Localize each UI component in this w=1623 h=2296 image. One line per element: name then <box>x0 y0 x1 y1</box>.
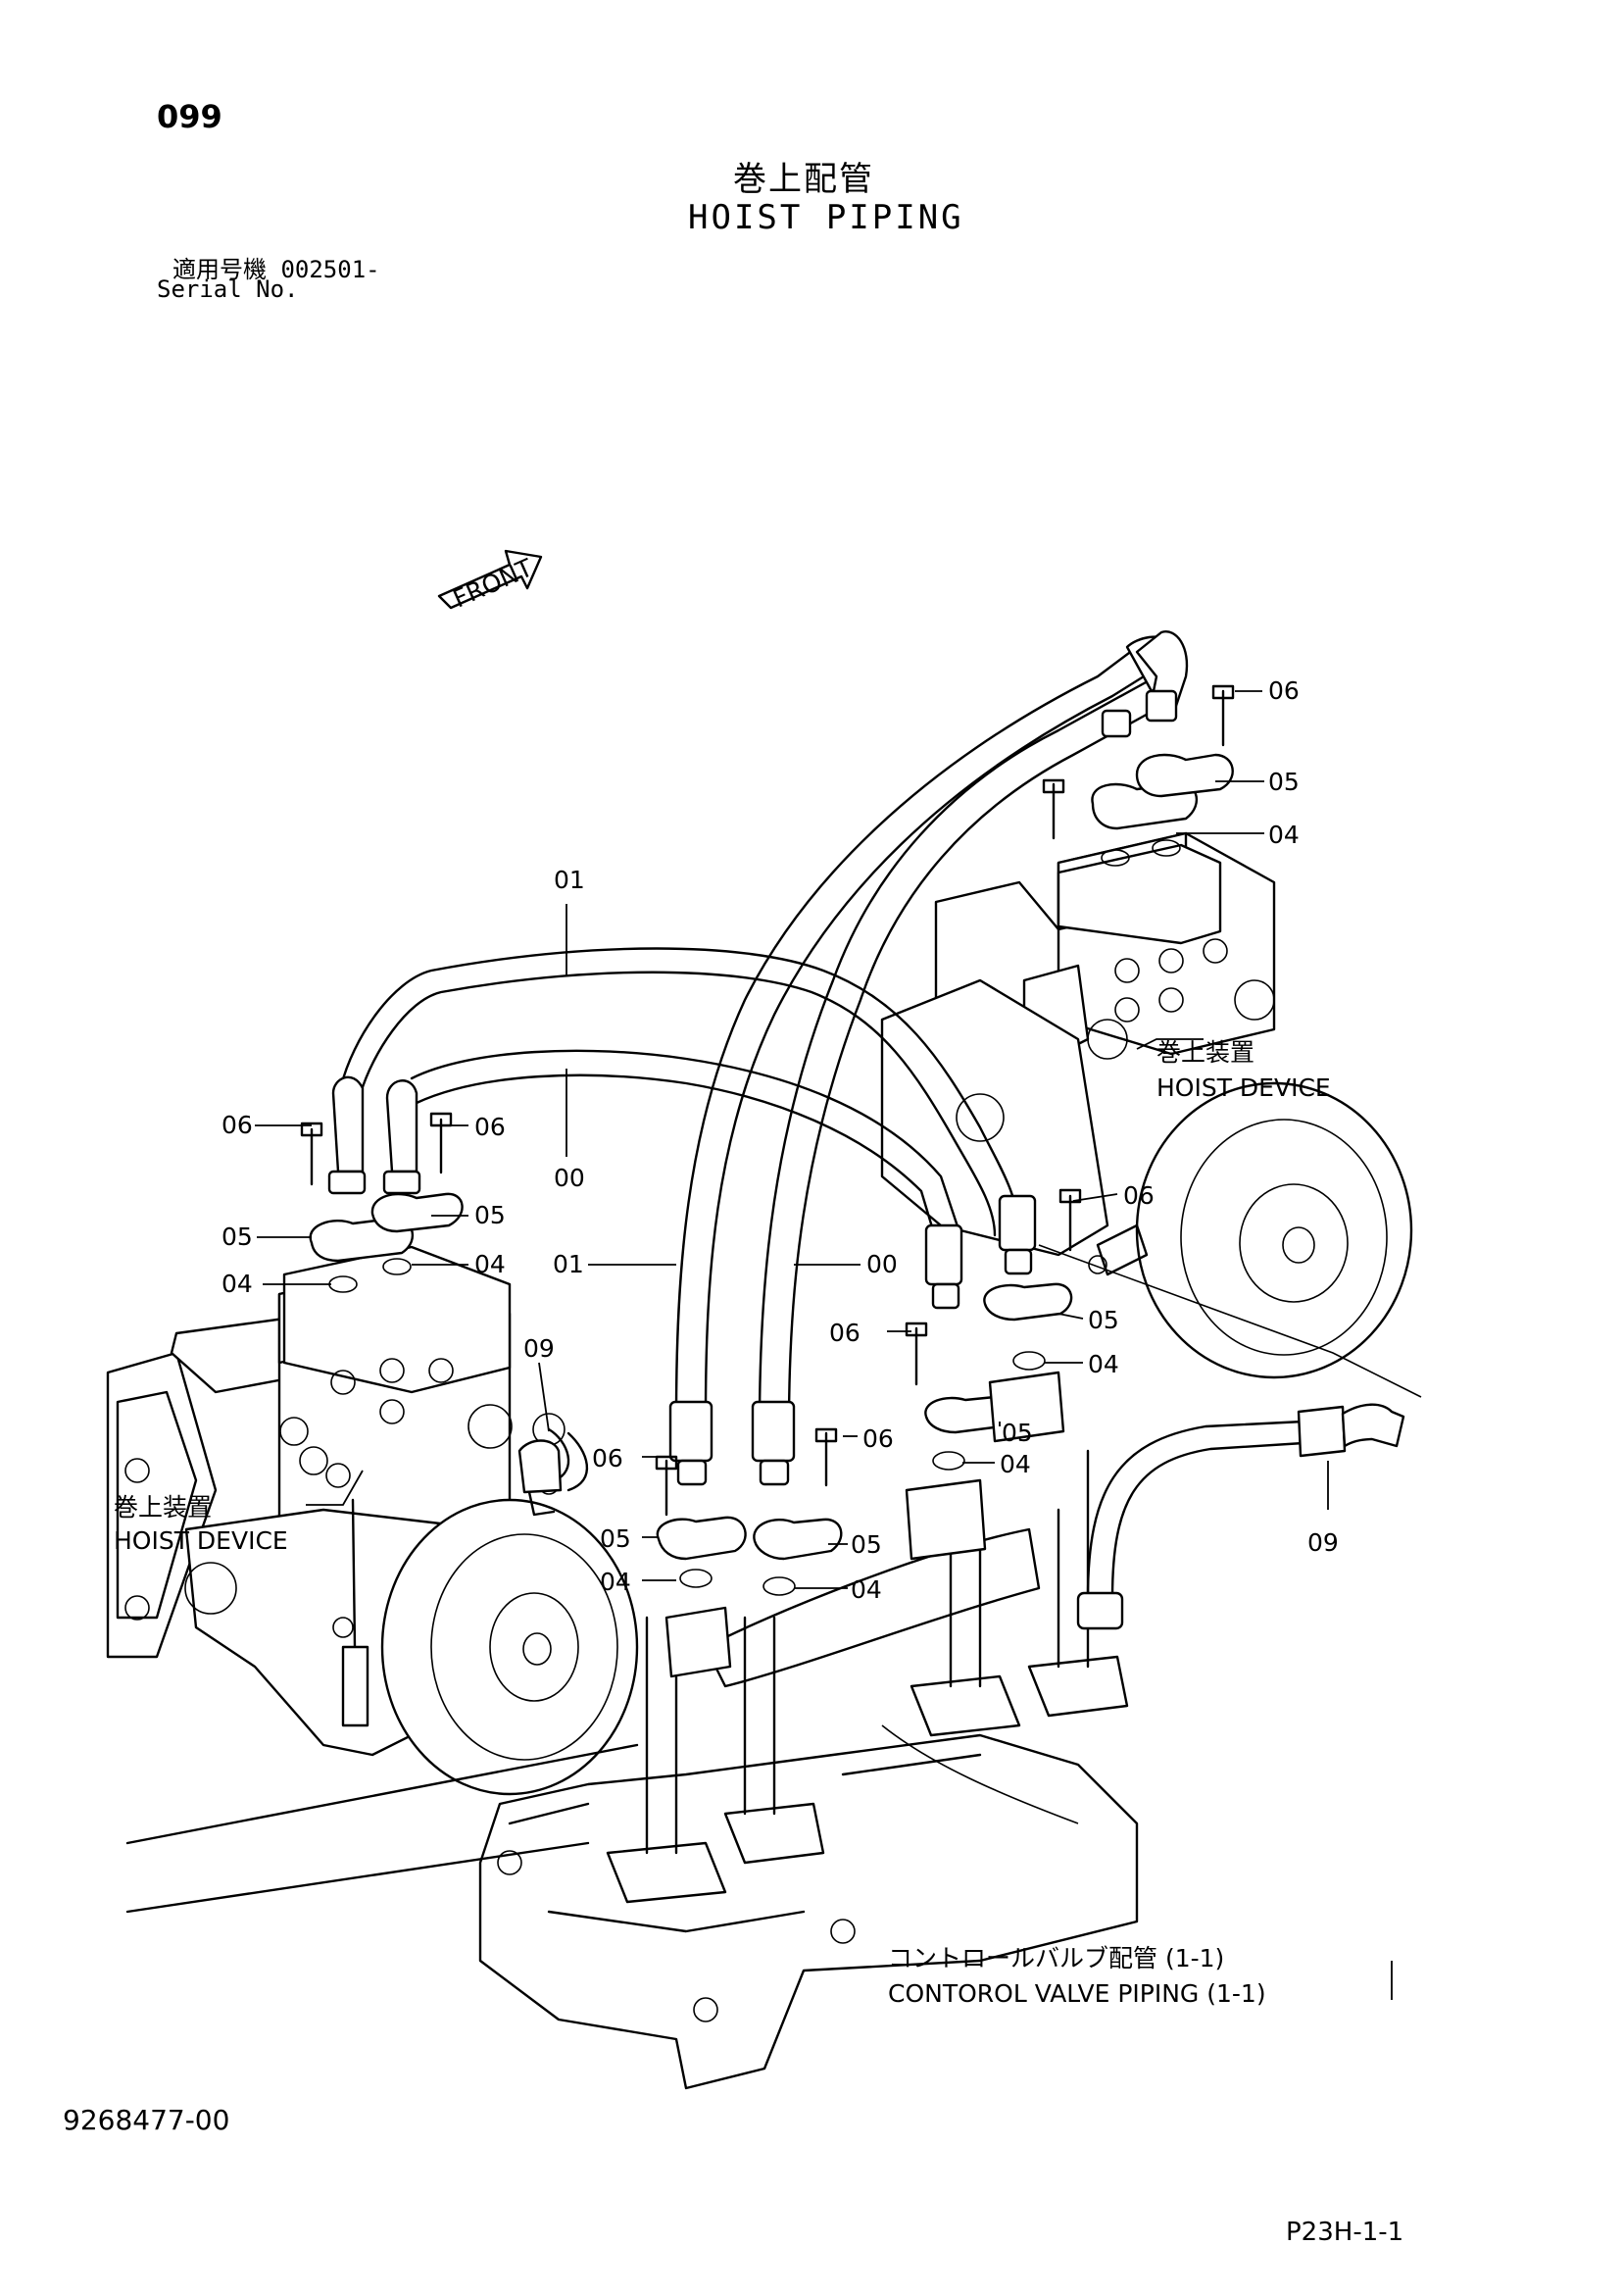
callout-01-lower: 01 <box>553 1250 584 1278</box>
front-arrow-label: FRONT <box>449 553 537 614</box>
callout-05-center-right: 05 <box>851 1530 882 1559</box>
hoist-device-right-en: HOIST DEVICE <box>1156 1073 1331 1102</box>
hose-01-lower <box>674 645 1154 1419</box>
callout-04-right-mid: 04 <box>1088 1350 1119 1378</box>
callout-06-right-top: 06 <box>1268 676 1300 705</box>
callout-05-left-a: 05 <box>221 1223 253 1251</box>
callout-06-center-right: 06 <box>862 1424 894 1453</box>
middle-fittings <box>655 1188 1082 1678</box>
upper-left-fittings <box>300 1075 464 1293</box>
upper-right-fittings <box>1042 630 1235 867</box>
title-japanese: 巻上配管 <box>733 160 874 199</box>
callout-05-mid: 05 <box>1002 1419 1033 1447</box>
callout-04-left-b: 04 <box>474 1250 506 1278</box>
left-hoist-device <box>106 1245 639 1796</box>
callout-04-left-a: 04 <box>221 1270 253 1298</box>
leader-lines <box>255 690 1393 2000</box>
title-english: HOIST PIPING <box>688 198 964 237</box>
right-hoist-device <box>880 831 1413 1379</box>
callout-04-mid: 04 <box>1000 1450 1031 1478</box>
callout-06-left-b: 06 <box>474 1113 506 1141</box>
callout-06-right-mid: 06 <box>1123 1181 1155 1210</box>
callout-04-right-top: 04 <box>1268 821 1300 849</box>
serial-label-japanese: 適用号機 <box>172 256 267 283</box>
hoist-device-left-en: HOIST DEVICE <box>114 1526 288 1555</box>
callout-09-left: 09 <box>523 1334 555 1363</box>
callout-04-center-left: 04 <box>600 1568 631 1596</box>
hose-09-right <box>1038 1244 1422 1630</box>
control-valve-label-en: CONTOROL VALVE PIPING (1-1) <box>888 1979 1266 2008</box>
callout-05-center-left: 05 <box>600 1524 631 1553</box>
callout-00-lower: 00 <box>866 1250 898 1278</box>
page-number: 099 <box>157 98 222 135</box>
callout-05-right-mid: 05 <box>1088 1306 1119 1334</box>
document-number: 9268477-00 <box>63 2104 230 2136</box>
front-arrow-icon: FRONT <box>437 549 543 614</box>
callout-04-center-right: 04 <box>851 1575 882 1604</box>
hoist-device-right-jp: 巻上装置 <box>1156 1038 1254 1067</box>
hoist-device-left-jp: 巻上装置 <box>114 1493 212 1522</box>
control-valve-label-jp: コントロールバルブ配管 (1-1) <box>888 1944 1224 1972</box>
callout-09-right: 09 <box>1307 1528 1339 1557</box>
control-valve-block <box>125 1449 1139 2090</box>
hose-00-lower <box>758 674 1173 1428</box>
callout-06-mid: 06 <box>829 1319 861 1347</box>
callout-06-left-a: 06 <box>221 1111 253 1139</box>
callout-06-center-left: 06 <box>592 1444 623 1472</box>
serial-line-japanese: 適用号機 002501- <box>172 250 380 284</box>
callout-05-right-top: 05 <box>1268 768 1300 796</box>
sheet-code: P23H-1-1 <box>1286 2218 1404 2247</box>
hose-00-upper <box>410 1049 962 1242</box>
serial-value: 002501- <box>280 256 380 283</box>
callout-05-left-b: 05 <box>474 1201 506 1229</box>
hose-01-upper <box>339 947 1021 1237</box>
callout-01-upper: 01 <box>554 866 585 894</box>
hose-09-left <box>517 1431 588 1517</box>
callout-00-upper: 00 <box>554 1164 585 1192</box>
serial-label-english: Serial No. <box>157 275 299 303</box>
